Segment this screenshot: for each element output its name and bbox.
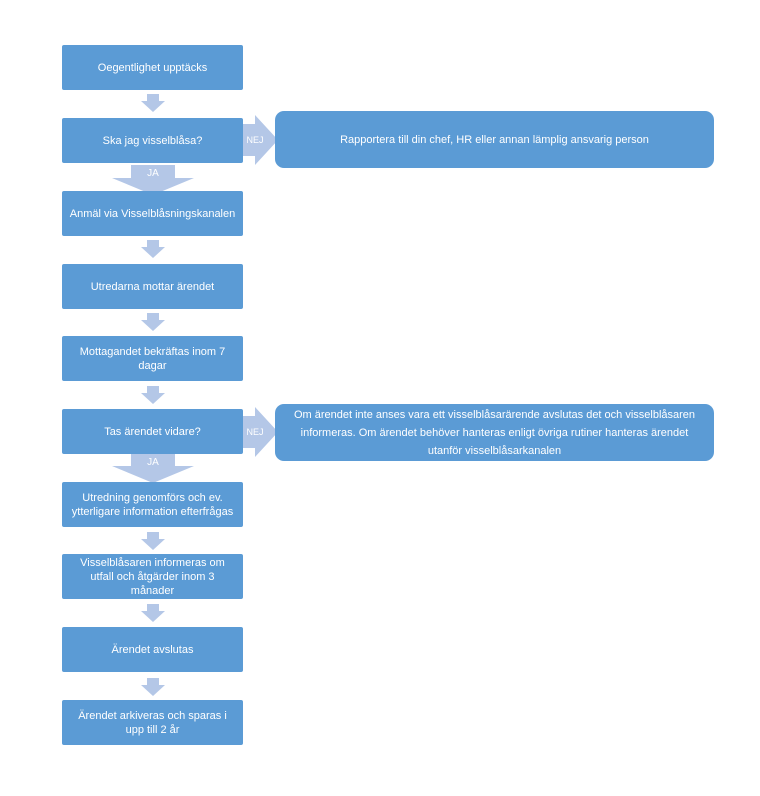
down-arrow (141, 532, 165, 550)
step-label: Utredarna mottar ärendet (90, 280, 215, 293)
step-label: Ska jag visselblåsa? (102, 134, 203, 147)
outcome-label: Rapportera till din chef, HR eller annan… (340, 133, 649, 146)
step-investigation: Utredning genomförs och ev. ytterligare … (62, 482, 243, 527)
step-label: Utredning genomförs och ev. ytterligare … (71, 491, 234, 518)
step-label: Visselblåsaren informeras om utfall och … (80, 556, 225, 597)
step-investigators-receive: Utredarna mottar ärendet (62, 264, 243, 309)
nej-arrow (236, 115, 278, 165)
step-case-closed: Ärendet avslutas (62, 627, 243, 672)
down-arrow (141, 94, 165, 112)
outcome-report-internally: Rapportera till din chef, HR eller annan… (275, 111, 714, 168)
step-label: Ärendet avslutas (111, 643, 194, 656)
ja-label: JA (147, 457, 159, 468)
ja-arrow (112, 454, 194, 483)
down-arrow (141, 313, 165, 331)
down-arrow (141, 386, 165, 404)
nej-label: NEJ (246, 427, 264, 437)
down-arrow (141, 240, 165, 258)
step-receipt-confirmed: Mottagandet bekräftas inom 7 dagar (62, 336, 243, 381)
step-archived: Ärendet arkiveras och sparas i upp till … (62, 700, 243, 745)
outcome-not-whistleblowing-case: Om ärendet inte anses vara ett visselblå… (275, 404, 714, 461)
step-label: Tas ärendet vidare? (104, 425, 201, 438)
step-label: Oegentlighet upptäcks (97, 61, 208, 74)
decision-proceed: Tas ärendet vidare? (62, 409, 243, 454)
decision-whistleblow: Ska jag visselblåsa? (62, 118, 243, 163)
ja-label: JA (147, 168, 159, 179)
down-arrow (141, 604, 165, 622)
down-arrow (141, 678, 165, 696)
step-label: Mottagandet bekräftas inom 7 dagar (79, 345, 226, 372)
step-discovered: Oegentlighet upptäcks (62, 45, 243, 90)
step-label: Ärendet arkiveras och sparas i upp till … (78, 709, 227, 736)
ja-arrow (112, 165, 194, 195)
nej-label: NEJ (246, 135, 264, 145)
step-report-channel: Anmäl via Visselblåsningskanalen (62, 191, 243, 236)
step-label: Anmäl via Visselblåsningskanalen (69, 207, 236, 220)
outcome-label: Om ärendet inte anses vara ett visselblå… (293, 408, 696, 457)
step-inform-whistleblower: Visselblåsaren informeras om utfall och … (62, 554, 243, 599)
nej-arrow (236, 407, 278, 457)
